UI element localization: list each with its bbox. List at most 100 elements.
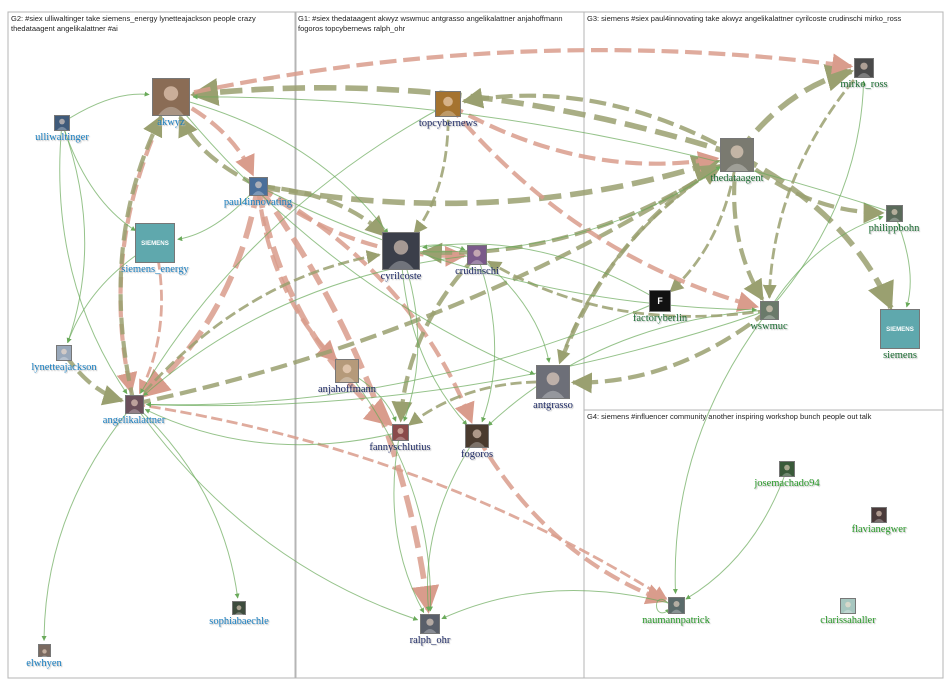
node-label: paul4innovating [223, 196, 293, 208]
avatar-icon[interactable] [854, 58, 874, 78]
edge-wswmuc-to-angelikalattner [145, 309, 770, 408]
group-panel-g4 [583, 409, 944, 679]
node-label: siemens [883, 350, 917, 361]
edge-paul4innovating-to-cyrilcoste [257, 183, 387, 238]
avatar-icon[interactable]: SIEMENS [135, 223, 175, 263]
portrait-icon [128, 398, 140, 413]
edge-fannyschlutius-to-ralph_ohr [393, 431, 425, 614]
portrait-icon [843, 601, 853, 613]
portrait-icon [782, 464, 792, 476]
edge-thedataagent-to-mirko_ross [734, 64, 855, 157]
edge-fogoros-to-naumannpatrick [475, 434, 668, 605]
avatar-icon[interactable] [420, 614, 440, 634]
edge-paul4innovating-to-anjahoffmann [255, 185, 338, 362]
edge-wswmuc-to-naumannpatrick [672, 309, 770, 595]
portrait-icon [763, 304, 775, 319]
avatar-icon[interactable] [435, 91, 461, 117]
edge-wswmuc-to-crudinschi [486, 260, 770, 318]
portrait-icon [40, 648, 48, 658]
portrait-icon [469, 429, 485, 447]
edge-ulliwaltinger-to-siemens_energy [61, 122, 137, 232]
edge-antgrasso-to-thedataagent [551, 163, 722, 383]
edge-ulliwaltinger-to-angelikalattner [59, 122, 128, 395]
edge-naumannpatrick-to-ralph_ohr [441, 589, 677, 620]
avatar-icon[interactable] [232, 601, 246, 615]
node-label: fogoros [460, 449, 494, 460]
node-label: topcybernews [418, 118, 478, 129]
node-label: siemens_energy [121, 264, 189, 275]
portrait-icon [388, 240, 414, 269]
node-label: antgrasso [533, 400, 573, 411]
edge-lynetteajackson-to-angelikalattner [62, 351, 125, 406]
portrait-icon [57, 118, 67, 130]
edge-angelikalattner-to-ralph_ohr [133, 403, 419, 621]
edge-paul4innovating-to-angelikalattner [141, 185, 261, 398]
group-panel-g2 [7, 11, 297, 679]
avatar-icon[interactable]: SIEMENS [880, 309, 920, 349]
avatar-icon[interactable] [248, 176, 268, 196]
avatar-icon[interactable] [382, 232, 420, 270]
avatar-icon[interactable] [467, 245, 487, 265]
avatar-icon[interactable] [720, 138, 754, 172]
node-label: crudinschi [455, 266, 499, 277]
avatar-icon[interactable] [759, 300, 779, 320]
avatar-icon[interactable] [335, 359, 359, 383]
edge-fogoros-to-ralph_ohr [425, 435, 478, 612]
edge-paul4innovating-to-thedataagent [257, 155, 721, 207]
avatar-icon[interactable] [391, 423, 409, 441]
edge-angelikalattner-to-akwyz [118, 114, 164, 405]
avatar-icon[interactable] [667, 596, 685, 614]
avatar-icon[interactable] [885, 204, 903, 222]
edge-crudinschi-to-fannyschlutius [391, 253, 479, 423]
avatar-icon[interactable] [124, 394, 144, 414]
edge-angelikalattner-to-sophiabaechle [133, 403, 240, 599]
avatar-icon[interactable] [779, 461, 795, 477]
portrait-icon [670, 600, 682, 613]
avatar-icon[interactable] [871, 507, 887, 523]
avatar-icon[interactable] [37, 643, 51, 658]
edge-paul4innovating-to-fogoros [256, 184, 475, 424]
portrait-icon [234, 605, 244, 615]
node-label: mirko_ross [840, 79, 888, 90]
edge-antgrasso-to-fannyschlutius [407, 380, 554, 427]
avatar-icon[interactable] [152, 78, 190, 116]
avatar-icon[interactable] [840, 598, 856, 614]
edge-philippbohn-to-siemens [893, 212, 911, 308]
edge-cyrilcoste-to-fannyschlutius [400, 250, 419, 422]
edge-ulliwaltinger-to-lynetteajackson [61, 122, 86, 344]
edge-anjahoffmann-to-ralph_ohr [346, 370, 433, 612]
avatar-icon[interactable] [56, 345, 72, 361]
edge-wswmuc-to-antgrasso [570, 308, 771, 394]
edge-cyrilcoste-to-thedataagent [400, 166, 722, 253]
edge-layer [41, 48, 911, 641]
edge-josemachado94-to-naumannpatrick [685, 468, 788, 600]
node-label: ulliwaltinger [35, 132, 89, 143]
edge-cyrilcoste-to-fogoros [400, 250, 468, 426]
edge-wswmuc-to-philippbohn [768, 215, 884, 311]
edge-thedataagent-to-topcybernews [461, 87, 739, 157]
edge-thedataagent-to-wswmuc [732, 154, 765, 302]
node-label: philippbohn [868, 222, 920, 234]
edge-topcybernews-to-thedataagent [446, 102, 720, 172]
node-label: angelikalattner [102, 414, 166, 426]
edge-topcybernews-to-cyrilcoste [413, 103, 450, 235]
edge-paul4innovating-to-ralph_ohr [255, 184, 440, 614]
edge-crudinschi-to-fogoros [476, 254, 496, 423]
portrait-icon [857, 62, 871, 77]
edge-wswmuc-to-fogoros [487, 309, 770, 427]
edge-angelikalattner-to-thedataagent [133, 164, 722, 407]
edge-naumannpatrick-to-naumannpatrick [656, 598, 671, 614]
node-label: akwyz [157, 117, 185, 128]
avatar-icon[interactable] [536, 365, 570, 399]
edge-fannyschlutius-to-angelikalattner [144, 408, 401, 446]
avatar-icon[interactable]: F [649, 290, 671, 312]
node-label: lynetteajackson [31, 362, 97, 373]
portrait-icon [423, 618, 437, 633]
edge-akwyz-to-cyrilcoste [170, 96, 389, 234]
avatar-icon[interactable] [465, 424, 489, 448]
edge-factoryberlin-to-cyrilcoste [422, 243, 661, 302]
group-caption-g2: G2: #siex ulliwaltinger take siemens_ene… [11, 14, 256, 33]
group-caption-g1: G1: #siex thedataagent akwyz wswmuc antg… [298, 14, 563, 33]
avatar-icon[interactable] [54, 115, 70, 131]
